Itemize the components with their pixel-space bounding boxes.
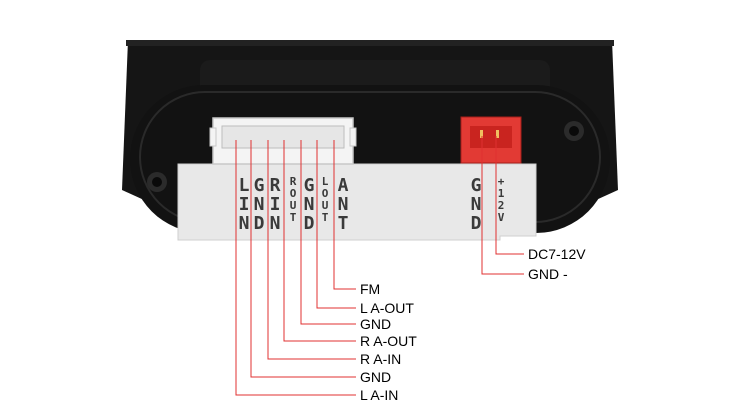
callout-l-a-in: L A-IN (360, 387, 399, 403)
sticker-char: O (289, 187, 297, 200)
leader-gnd-power (481, 136, 524, 275)
sticker-char: G (253, 175, 265, 196)
sticker-char: O (321, 187, 329, 200)
screw-hole-left (147, 172, 167, 192)
sticker-char: L (321, 175, 329, 188)
screw-hole-right (564, 121, 584, 141)
callout-l-a-out: L A-OUT (360, 300, 414, 316)
sticker-char: I (238, 194, 250, 215)
sticker-char: T (337, 213, 349, 234)
sticker-char: R (269, 175, 281, 196)
callout-gnd-2: GND (360, 316, 392, 332)
sticker-char: 2 (497, 199, 505, 212)
sticker-char: N (238, 213, 250, 234)
leader-dc-in (495, 136, 524, 255)
callout-r-a-in: R A-IN (360, 351, 402, 367)
sticker-char: N (303, 194, 315, 215)
leader-r-a-out (283, 140, 356, 342)
sticker-char: R (289, 175, 297, 188)
leader-l-a-in (235, 140, 356, 396)
callout-gnd-power: GND - (528, 266, 568, 282)
sticker-char: U (289, 199, 297, 212)
callout-r-a-out: R A-OUT (360, 333, 417, 349)
sticker-char: N (470, 194, 482, 215)
sticker-char: D (303, 213, 315, 234)
sticker-char: + (497, 175, 505, 188)
callout-dc-in: DC7-12V (528, 246, 586, 262)
leader-fm (333, 140, 356, 290)
sticker-char: N (269, 213, 281, 234)
sticker-char: I (269, 194, 281, 215)
leader-l-a-out (316, 140, 356, 309)
sticker-char: 1 (497, 187, 505, 200)
sticker-char: N (253, 194, 265, 215)
power-connector (460, 116, 522, 164)
leader-gnd-1 (250, 140, 356, 378)
sticker-char: D (470, 213, 482, 234)
sticker-char: T (289, 211, 297, 224)
sticker-char: G (470, 175, 482, 196)
sticker-char: D (253, 213, 265, 234)
sticker-char: A (337, 175, 349, 196)
sticker-char: U (321, 199, 329, 212)
leader-gnd-2 (300, 140, 356, 325)
callout-gnd-1: GND (360, 369, 392, 385)
leader-lines (235, 136, 524, 396)
sticker-char: L (238, 175, 250, 196)
sticker-char: T (321, 211, 329, 224)
callout-fm: FM (360, 281, 381, 297)
leader-r-a-in (267, 140, 356, 360)
sticker-char: N (337, 194, 349, 215)
plate-top-edge (126, 40, 614, 46)
sticker-char: G (303, 175, 315, 196)
sticker-char: V (497, 211, 505, 224)
